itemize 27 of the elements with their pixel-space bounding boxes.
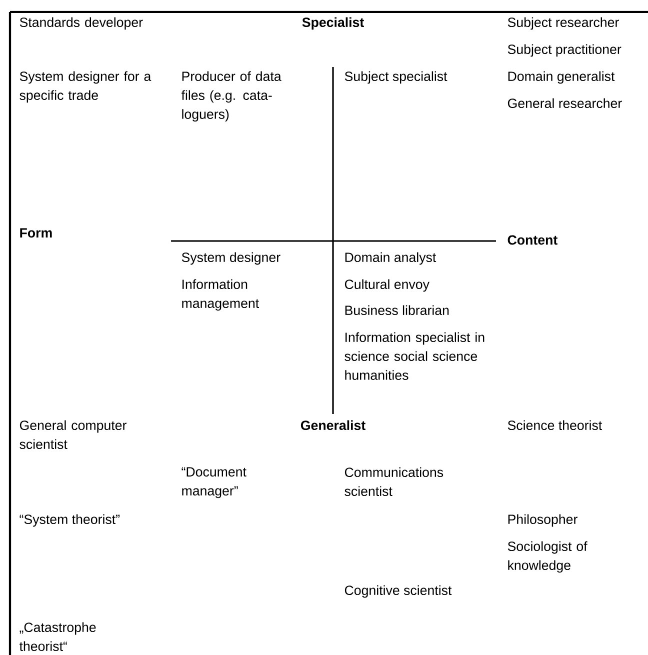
role-label: Business librarian	[345, 305, 449, 316]
role-label: Philosopher	[508, 514, 578, 527]
role-label: Communications scientist	[344, 467, 444, 496]
role-label: Domain analyst	[345, 252, 436, 265]
axis-label: Form	[20, 228, 52, 238]
role-label: Subject practitioner	[508, 44, 622, 57]
role-label: Cultural envoy	[344, 279, 430, 292]
axis-label: Content	[508, 235, 558, 245]
role-label: Domain generalist	[508, 71, 615, 84]
role-label: Subject specialist	[344, 71, 448, 84]
role-label: „Catastrophe theorist“	[19, 622, 96, 651]
role-label: General researcher	[508, 98, 622, 108]
axis-label: Generalist	[300, 420, 366, 430]
role-label: System designer for a specific trade	[20, 71, 152, 103]
role-label: Standards developer	[20, 17, 143, 30]
role-label: System designer	[182, 252, 280, 265]
role-label: Producer of data files (e.g. cata-loguers)	[181, 71, 282, 122]
role-label: Cognitive scientist	[344, 585, 452, 598]
axis-label: Specialist	[302, 17, 364, 30]
role-label: Subject researcher	[508, 17, 619, 30]
role-label: Sociologist of knowledge	[508, 541, 588, 573]
role-label: “System theorist”	[20, 514, 120, 527]
role-label: Information specialist in science social science humanities	[344, 332, 484, 380]
role-label: Science theorist	[508, 420, 602, 430]
role-label: General computer scientist	[20, 420, 126, 449]
role-label: “Document manager”	[182, 467, 246, 498]
role-label: Information management	[182, 279, 259, 311]
